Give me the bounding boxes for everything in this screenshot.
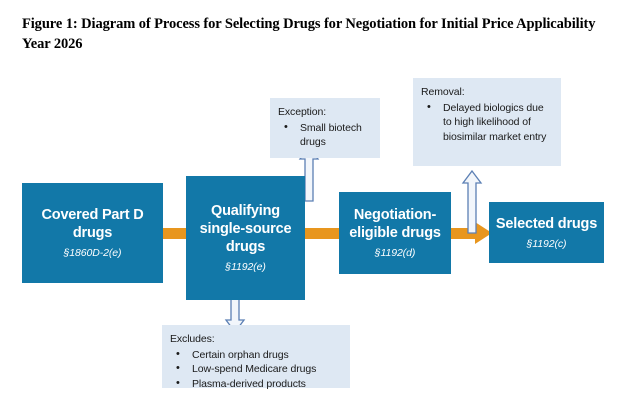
callout-list: Small biotech drugs [278,120,372,150]
process-box-title: Qualifying single-source drugs [199,203,292,255]
callout-heading: Excludes: [170,333,215,345]
list-item: Small biotech drugs [278,120,372,150]
callout-exception: Exception: Small biotech drugs [270,98,380,158]
callout-removal: Removal: Delayed biologics due to high l… [413,78,561,166]
callout-excludes: Excludes: Certain orphan drugs Low-spend… [162,325,350,390]
process-box-title: Selected drugs [495,215,598,232]
figure-title: Figure 1: Diagram of Process for Selecti… [22,16,596,52]
arrow-up-icon-exception [298,146,320,202]
process-box-citation: §1192(e) [225,261,266,273]
callout-list: Certain orphan drugs Low-spend Medicare … [170,347,342,392]
list-item: Certain orphan drugs [170,347,342,363]
process-box-title: Negotiation-eligible drugs [349,207,441,241]
connector-negotiation-to-selected-shaft [444,228,478,239]
callout-list: Delayed biologics due to high likelihood… [421,100,553,145]
connector-covered-to-qualifying [155,228,195,239]
process-box-citation: §1860D-2(e) [63,247,122,259]
process-box-title: Covered Part D drugs [41,207,144,241]
callout-heading: Removal: [421,86,465,98]
process-box-negotiation-eligible: Negotiation-eligible drugs §1192(d) [339,192,451,274]
process-box-citation: §1192(d) [374,247,416,259]
list-item: Low-spend Medicare drugs [170,361,342,377]
connector-qualifying-to-negotiation [296,228,348,239]
arrow-right-icon [475,222,492,244]
process-box-covered-part-d: Covered Part D drugs §1860D-2(e) [22,183,163,283]
list-item: Plasma-derived products [170,376,342,392]
process-box-qualifying-single-source: Qualifying single-source drugs §1192(e) [186,176,305,300]
process-box-selected-drugs: Selected drugs §1192(c) [489,202,604,263]
arrow-up-icon-removal [461,170,483,234]
list-item: Delayed biologics due to high likelihood… [421,100,553,145]
callout-heading: Exception: [278,106,327,118]
process-box-citation: §1192(c) [526,237,567,250]
